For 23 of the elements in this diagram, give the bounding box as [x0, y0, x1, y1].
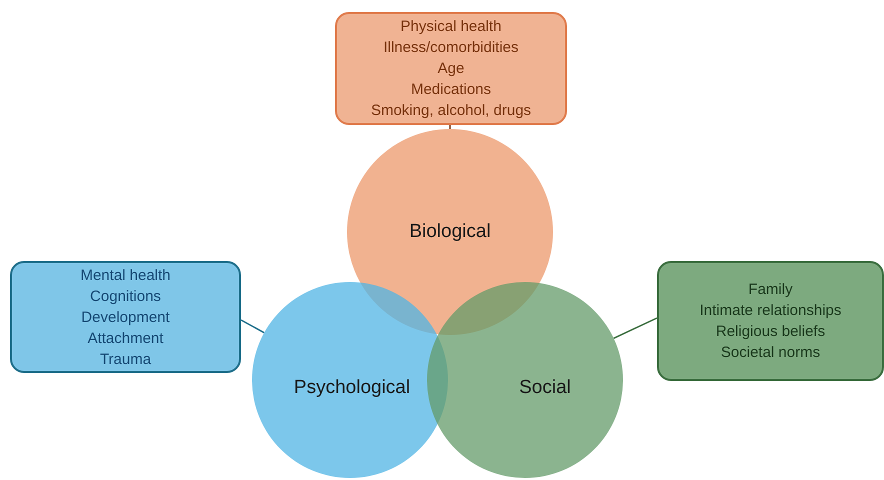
info-box: [657, 261, 884, 381]
leader-line: [613, 317, 658, 339]
list-item: Development: [81, 308, 170, 328]
list-item: Trauma: [100, 350, 152, 370]
list-item: Family: [748, 280, 793, 300]
list-item: Physical health: [400, 17, 502, 37]
list-item: Medications: [410, 80, 492, 100]
leader-line: [240, 319, 264, 334]
list-item: Religious beliefs: [716, 322, 826, 342]
leader-line: [449, 125, 451, 129]
list-item: Illness/comorbidities: [383, 38, 519, 58]
circle-label: Biological: [409, 221, 491, 243]
info-box: [335, 12, 567, 125]
info-box: [10, 261, 241, 373]
list-item: Societal norms: [720, 343, 820, 363]
circle-label: Social: [519, 377, 571, 399]
list-item: Smoking, alcohol, drugs: [370, 101, 532, 121]
list-item: Mental health: [80, 266, 171, 286]
list-item: Intimate relationships: [700, 301, 842, 321]
circle-label: Psychological: [294, 377, 410, 399]
list-item: Cognitions: [90, 286, 161, 306]
list-item: Age: [438, 59, 464, 79]
list-item: Attachment: [88, 328, 164, 348]
